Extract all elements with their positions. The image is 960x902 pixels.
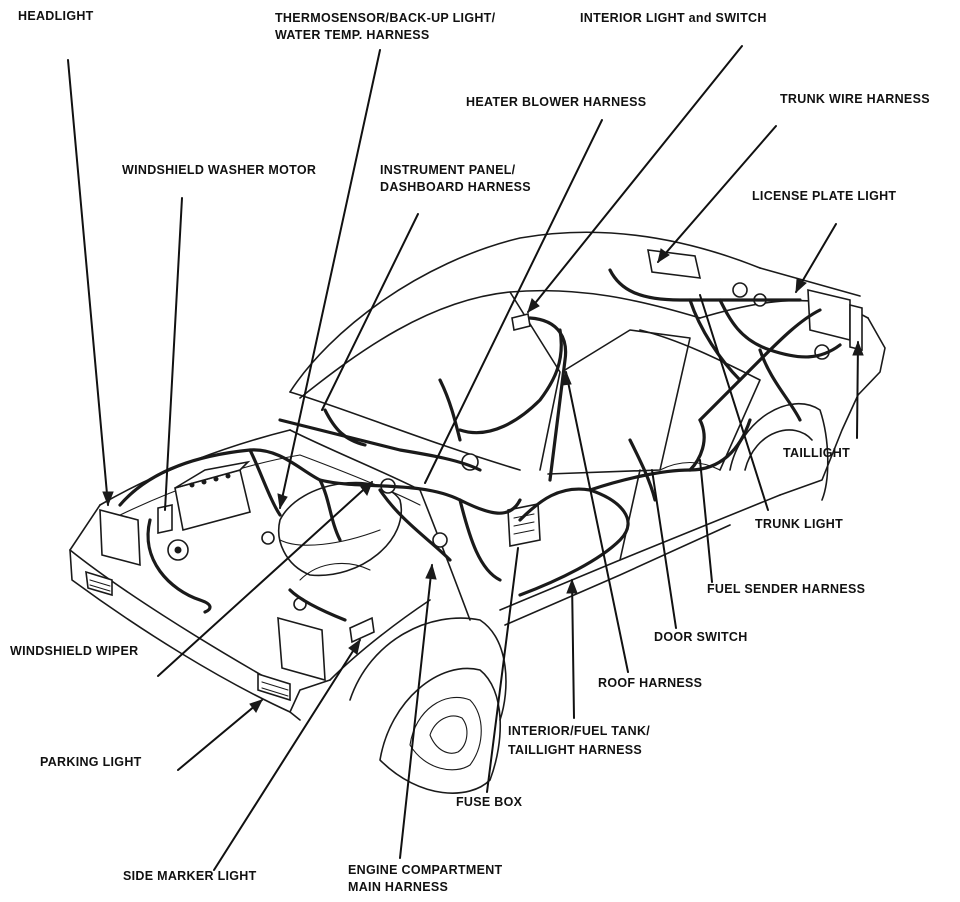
label-interior-fuel-line2: TAILLIGHT HARNESS <box>508 743 643 757</box>
label-engine-compartment-main-harness: ENGINE COMPARTMENT MAIN HARNESS <box>348 862 502 896</box>
harness-wires <box>118 268 842 622</box>
label-trunk-light: TRUNK LIGHT <box>755 517 844 531</box>
label-instrument-line1: INSTRUMENT PANEL/ <box>380 163 516 177</box>
leader-lines <box>67 45 859 871</box>
label-license-plate-light: LICENSE PLATE LIGHT <box>752 189 897 203</box>
label-trunk-wire-harness: TRUNK WIRE HARNESS <box>780 92 930 106</box>
components <box>85 249 863 702</box>
label-instrument-panel-harness: INSTRUMENT PANEL/ DASHBOARD HARNESS <box>380 162 531 196</box>
label-heater-blower-harness: HEATER BLOWER HARNESS <box>466 95 647 109</box>
label-windshield-wiper: WINDSHIELD WIPER <box>10 644 139 658</box>
label-taillight: TAILLIGHT <box>783 446 851 460</box>
label-interior-fuel-tank-harness: INTERIOR/FUEL TANK/ TAILLIGHT HARNESS <box>508 723 650 759</box>
label-engine-main-line1: ENGINE COMPARTMENT <box>348 863 503 877</box>
label-door-switch: DOOR SWITCH <box>654 630 748 644</box>
arrowheads <box>102 248 864 713</box>
label-thermosensor-harness: THERMOSENSOR/BACK-UP LIGHT/ WATER TEMP. … <box>275 10 495 44</box>
label-headlight: HEADLIGHT <box>18 9 94 23</box>
label-thermosensor-line2: WATER TEMP. HARNESS <box>275 28 430 42</box>
label-thermosensor-line1: THERMOSENSOR/BACK-UP LIGHT/ <box>275 11 496 25</box>
label-fuse-box: FUSE BOX <box>456 795 523 809</box>
car-body <box>69 231 886 794</box>
label-windshield-washer-motor: WINDSHIELD WASHER MOTOR <box>122 163 317 177</box>
label-instrument-line2: DASHBOARD HARNESS <box>380 180 531 194</box>
label-engine-main-line2: MAIN HARNESS <box>348 880 449 894</box>
label-parking-light: PARKING LIGHT <box>40 755 142 769</box>
label-side-marker-light: SIDE MARKER LIGHT <box>123 869 257 883</box>
label-interior-fuel-line1: INTERIOR/FUEL TANK/ <box>508 724 651 738</box>
headlight-left <box>99 508 141 567</box>
label-interior-light-switch: INTERIOR LIGHT and SWITCH <box>580 11 767 25</box>
label-fuel-sender-harness: FUEL SENDER HARNESS <box>707 582 866 596</box>
label-roof-harness: ROOF HARNESS <box>598 676 703 690</box>
headlight-right <box>277 616 326 682</box>
